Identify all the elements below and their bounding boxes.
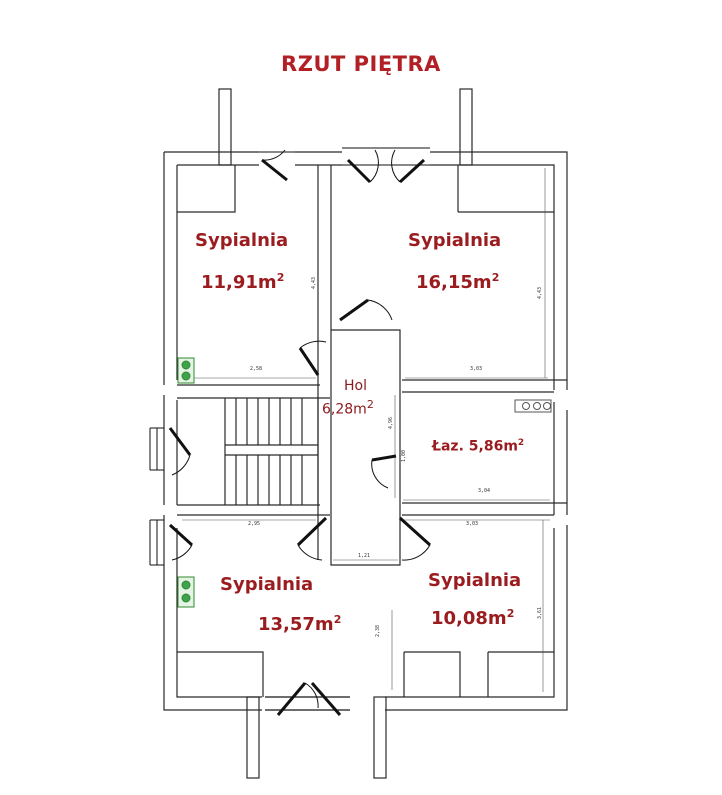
room-name: Sypialnia <box>408 230 502 251</box>
door-se-hall <box>398 516 432 561</box>
room-label-bedroom-sw: Sypialnia 13,57m2 <box>220 574 341 635</box>
stairs <box>225 398 318 505</box>
wardrobe-sw <box>177 651 264 697</box>
room-name: Sypialnia <box>195 230 289 251</box>
dim-label: 4,43 <box>537 286 544 300</box>
hall-core <box>317 329 401 566</box>
plan-title: RZUT PIĘTRA <box>281 52 441 76</box>
chimney-bottom-left <box>246 696 260 779</box>
room-name: Sypialnia <box>220 574 314 595</box>
room-label-hall: Hol 6,28m2 <box>322 378 374 418</box>
room-area: 13,57m <box>258 614 334 635</box>
door-west-lower <box>149 519 194 566</box>
stair-box <box>224 398 319 505</box>
wardrobe-nw <box>177 165 236 213</box>
partition-bath-top <box>402 379 567 393</box>
room-name: Sypialnia <box>428 570 522 591</box>
vent-sw <box>177 576 195 608</box>
chimney-left <box>218 88 232 166</box>
room-name-area: Łaz. 5,86m <box>432 438 518 455</box>
area-unit-sup: 2 <box>366 398 374 411</box>
partition-upper <box>317 165 332 330</box>
dim-label: 1,21 <box>358 553 371 559</box>
dim-label: 1,00 <box>401 449 408 463</box>
dim-label: 2,58 <box>250 366 263 372</box>
dim-label: 4,96 <box>388 416 395 430</box>
area-unit-sup: 2 <box>517 438 525 448</box>
door-nw-top <box>259 149 295 182</box>
door-west-upper <box>149 427 192 476</box>
door-bath <box>371 454 397 489</box>
room-label-bedroom-nw: Sypialnia 11,91m2 <box>195 230 288 293</box>
area-unit-sup: 2 <box>491 271 500 284</box>
dim-label: 3,04 <box>478 488 491 494</box>
dim-label: 2,95 <box>248 521 261 527</box>
chimney-right <box>459 88 473 166</box>
area-unit-sup: 2 <box>276 271 285 284</box>
dim-label: 4,43 <box>311 276 318 290</box>
door-sw-bottom <box>265 682 350 716</box>
area-unit-sup: 2 <box>333 613 342 626</box>
room-label-bathroom: Łaz. 5,86m2 <box>432 438 524 455</box>
door-nw-hall <box>298 340 327 376</box>
room-label-bedroom-se: Sypialnia 10,08m2 <box>428 570 521 629</box>
room-area: 6,28m <box>322 401 367 418</box>
chimney-bottom-right <box>373 696 387 779</box>
room-area: 10,08m <box>431 608 507 629</box>
dim-label: 3,03 <box>466 521 479 527</box>
area-unit-sup: 2 <box>506 607 515 620</box>
door-ne-top-left <box>342 147 386 184</box>
dim-label: 3,03 <box>470 366 483 372</box>
wardrobe-se2 <box>487 651 554 697</box>
partition-mid <box>177 502 567 516</box>
door-ne-top-right <box>386 147 430 184</box>
dim-label: 2,38 <box>375 624 382 638</box>
door-ne-hall <box>339 298 393 322</box>
room-area: 16,15m <box>416 272 492 293</box>
door-sw-hall <box>296 516 328 561</box>
vent-nw <box>177 357 195 384</box>
room-name: Hol <box>344 378 367 394</box>
room-label-bedroom-ne: Sypialnia 16,15m2 <box>408 230 501 293</box>
partition-row1 <box>177 384 330 399</box>
dim-lines <box>182 168 550 692</box>
vent-bath <box>514 399 552 413</box>
room-area: 11,91m <box>201 272 277 293</box>
wardrobe-se1 <box>403 651 461 697</box>
dim-label: 3,61 <box>537 606 544 620</box>
wardrobe-ne <box>457 165 554 213</box>
